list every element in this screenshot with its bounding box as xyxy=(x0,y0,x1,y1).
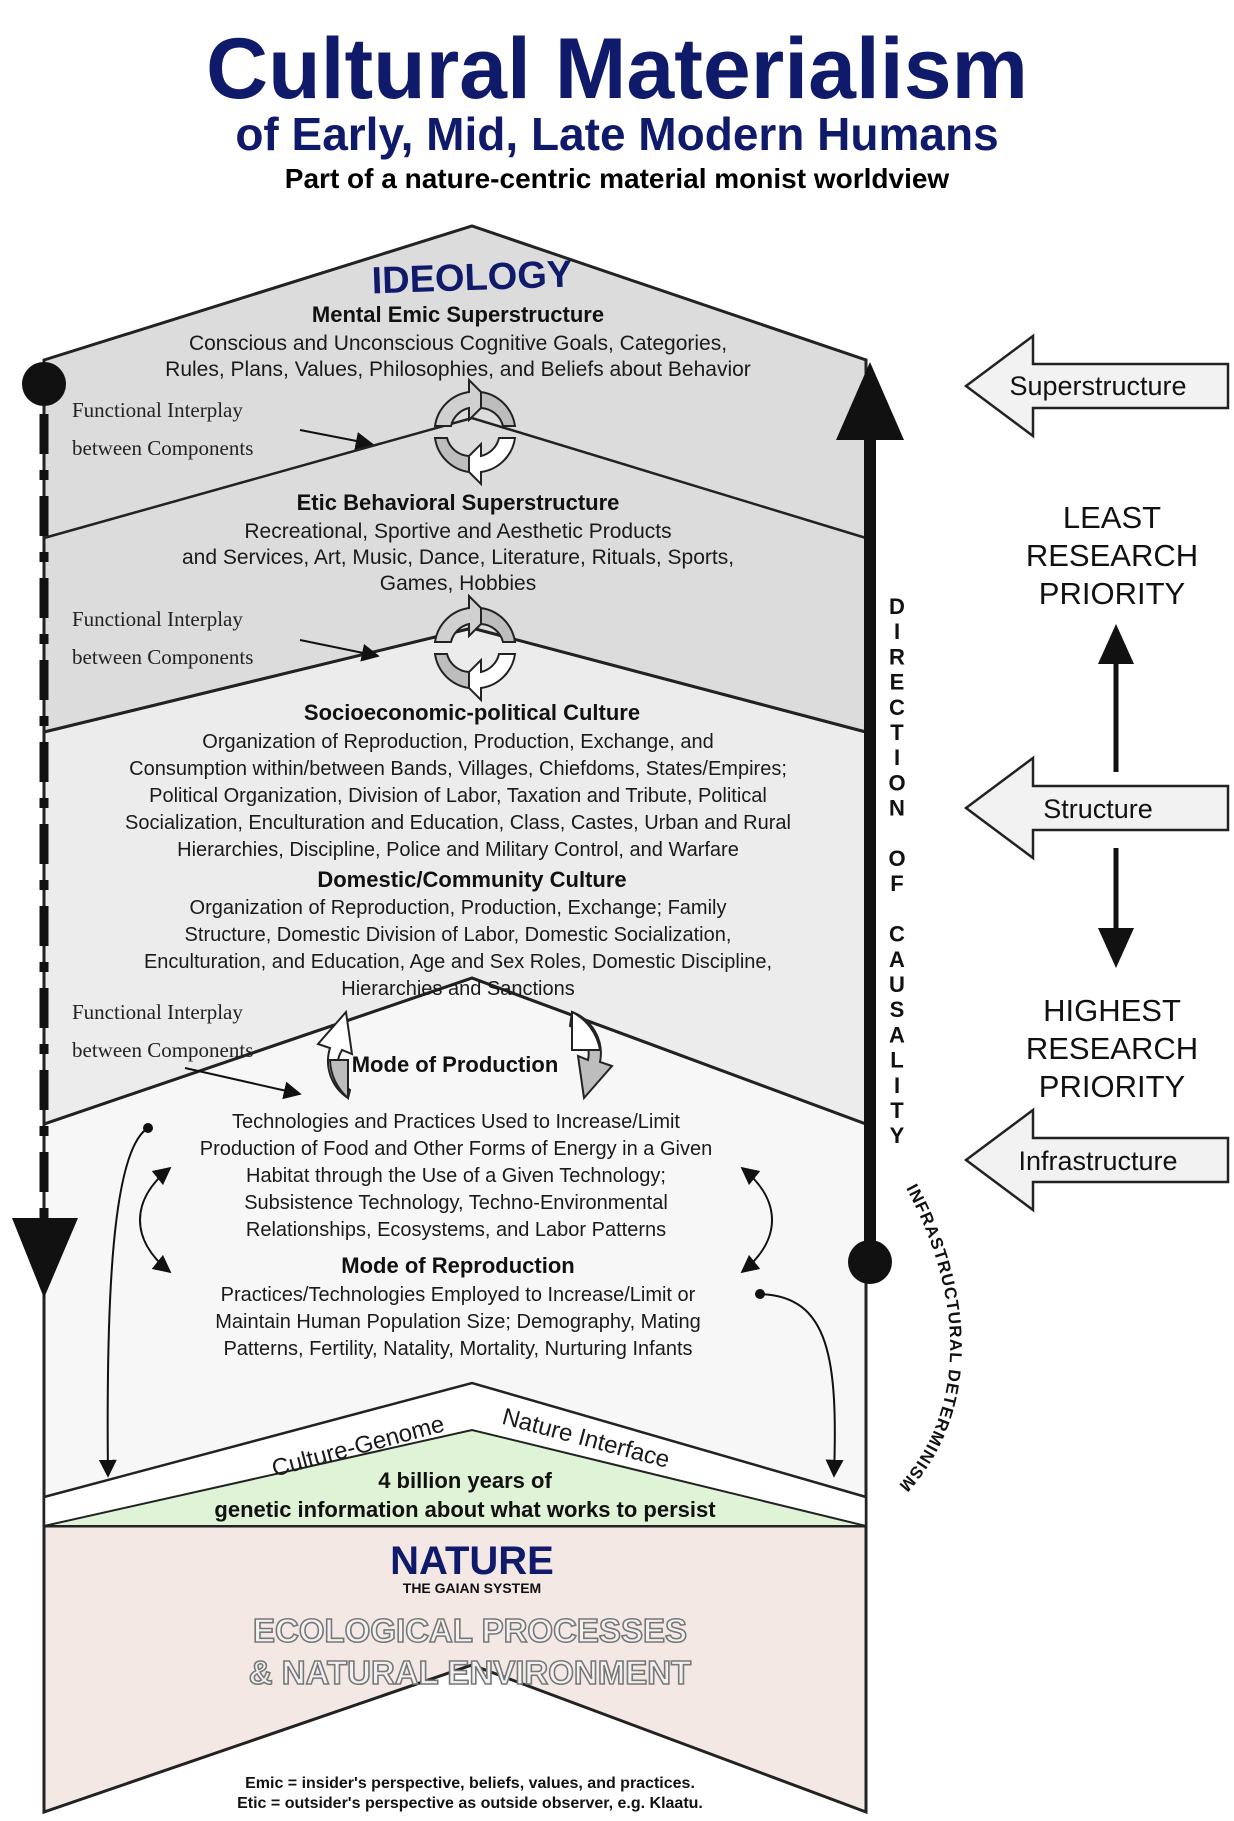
interplay-label-1b: between Components xyxy=(72,436,253,460)
downward-causality-arrow xyxy=(12,362,78,1298)
causality-letter: A xyxy=(889,947,905,972)
domestic-line-4: Hierarchies and Sanctions xyxy=(341,978,574,1000)
genome-interface-band xyxy=(42,1381,868,1528)
cycle-arrow-right-icon xyxy=(568,1010,614,1101)
least-line-1: LEAST xyxy=(1063,500,1161,535)
interplay-label-2a: Functional Interplay xyxy=(72,607,243,631)
reproduction-line-1: Practices/Technologies Employed to Incre… xyxy=(221,1284,696,1306)
causality-letter: U xyxy=(889,972,905,997)
cycle-arrows-icon xyxy=(433,377,517,487)
causality-letter: I xyxy=(894,745,900,770)
emic-heading: Mental Emic Superstructure xyxy=(312,302,604,327)
highest-line-1: HIGHEST xyxy=(1043,993,1181,1028)
causality-letter: I xyxy=(894,619,900,644)
etic-line-1: Recreational, Sportive and Aesthetic Pro… xyxy=(244,520,671,543)
footer-emic-note: Emic = insider's perspective, beliefs, v… xyxy=(245,1775,695,1792)
socio-line-3: Political Organization, Division of Labo… xyxy=(149,785,767,807)
causality-letter: R xyxy=(889,644,905,669)
infrastructure-arrow-box: Infrastructure xyxy=(963,1107,1230,1213)
infrastructure-label: Infrastructure xyxy=(1018,1146,1177,1176)
production-line-2: Production of Food and Other Forms of En… xyxy=(200,1138,712,1160)
footer-etic-note: Etic = outsider's perspective as outside… xyxy=(237,1795,703,1812)
subtitle: of Early, Mid, Late Modern Humans xyxy=(235,108,998,160)
interplay-pointer-2 xyxy=(299,639,380,662)
socio-line-4: Socialization, Enculturation and Educati… xyxy=(125,812,791,834)
causality-letter: C xyxy=(889,695,905,720)
cycle-arrow-left-icon xyxy=(316,1009,354,1101)
causality-letter: T xyxy=(890,720,904,745)
reproduction-line-3: Patterns, Fertility, Natality, Mortality… xyxy=(223,1338,692,1360)
domestic-line-1: Organization of Reproduction, Production… xyxy=(190,897,727,919)
main-title: Cultural Materialism xyxy=(206,21,1028,117)
nature-title: NATURE xyxy=(390,1539,554,1583)
genome-line-2: genetic information about what works to … xyxy=(214,1497,716,1522)
emic-line-2: Rules, Plans, Values, Philosophies, and … xyxy=(165,358,751,381)
tagline: Part of a nature-centric material monist… xyxy=(285,163,950,194)
priority-up-arrow xyxy=(1098,624,1134,772)
interplay-pointer-3 xyxy=(184,1067,302,1100)
production-line-4: Subsistence Technology, Techno-Environme… xyxy=(244,1192,668,1214)
genome-line-1: 4 billion years of xyxy=(378,1468,552,1493)
emic-line-1: Conscious and Unconscious Cognitive Goal… xyxy=(189,332,727,355)
causality-letter: T xyxy=(890,1098,904,1123)
reproduction-line-2: Maintain Human Population Size; Demograp… xyxy=(215,1311,700,1333)
etic-line-3: Games, Hobbies xyxy=(380,572,536,595)
superstructure-label: Superstructure xyxy=(1009,371,1186,401)
causality-letter: N xyxy=(889,796,905,821)
priority-down-arrow xyxy=(1098,848,1134,968)
least-line-3: PRIORITY xyxy=(1039,576,1185,611)
feedback-arrows xyxy=(98,1123,844,1478)
nature-outline-2: & NATURAL ENVIRONMENT xyxy=(249,1654,691,1691)
infrastructural-determinism-text: INFRASTRUCTURAL DETERMINISM xyxy=(895,1181,964,1496)
cycle-arrows-icon xyxy=(433,593,517,703)
causality-letter: E xyxy=(890,670,905,695)
structure-label: Structure xyxy=(1043,794,1153,824)
infrastructural-determinism-label: INFRASTRUCTURAL DETERMINISM xyxy=(895,1181,965,1496)
interplay-label-1a: Functional Interplay xyxy=(72,398,243,422)
production-line-1: Technologies and Practices Used to Incre… xyxy=(232,1111,680,1133)
structure-arrow-box: Structure xyxy=(963,755,1230,861)
causality-letter: I xyxy=(894,1073,900,1098)
domestic-line-2: Structure, Domestic Division of Labor, D… xyxy=(185,924,732,946)
interplay-label-3b: between Components xyxy=(72,1038,253,1062)
production-line-5: Relationships, Ecosystems, and Labor Pat… xyxy=(246,1219,666,1241)
upward-causality-arrow xyxy=(836,362,904,1284)
least-line-2: RESEARCH xyxy=(1026,538,1198,573)
production-line-3: Habitat through the Use of a Given Techn… xyxy=(246,1165,666,1187)
reproduction-heading: Mode of Reproduction xyxy=(341,1253,574,1278)
etic-heading: Etic Behavioral Superstructure xyxy=(297,490,620,515)
socio-heading: Socioeconomic-political Culture xyxy=(304,700,640,725)
socio-line-1: Organization of Reproduction, Production… xyxy=(202,731,713,753)
interplay-label-2b: between Components xyxy=(72,645,253,669)
domestic-heading: Domestic/Community Culture xyxy=(317,867,626,892)
nature-outline-1: ECOLOGICAL PROCESSES xyxy=(253,1612,687,1649)
causality-letter: C xyxy=(889,922,905,947)
causality-letter: S xyxy=(890,997,905,1022)
causality-letter: Y xyxy=(890,1123,905,1148)
interplay-label-3a: Functional Interplay xyxy=(72,1000,243,1024)
structure-separator xyxy=(43,976,867,1126)
socio-line-5: Hierarchies, Discipline, Police and Mili… xyxy=(177,839,739,861)
causality-letter: F xyxy=(890,871,903,896)
production-heading: Mode of Production xyxy=(352,1052,559,1077)
interplay-pointer-1 xyxy=(299,429,374,450)
causality-letter: D xyxy=(889,594,905,619)
highest-line-2: RESEARCH xyxy=(1026,1031,1198,1066)
socio-line-2: Consumption within/between Bands, Villag… xyxy=(129,758,787,780)
ideology-label: IDEOLOGY xyxy=(371,254,573,303)
superstructure-arrow-box: Superstructure xyxy=(963,333,1230,439)
nature-subtitle: THE GAIAN SYSTEM xyxy=(403,1580,541,1596)
causality-letter: L xyxy=(890,1048,903,1073)
etic-line-2: and Services, Art, Music, Dance, Literat… xyxy=(182,546,734,569)
domestic-line-3: Enculturation, and Education, Age and Se… xyxy=(144,951,772,973)
causality-letter: A xyxy=(889,1022,905,1047)
causality-letter: O xyxy=(888,846,905,871)
highest-line-3: PRIORITY xyxy=(1039,1069,1185,1104)
causality-letter: O xyxy=(888,770,905,795)
